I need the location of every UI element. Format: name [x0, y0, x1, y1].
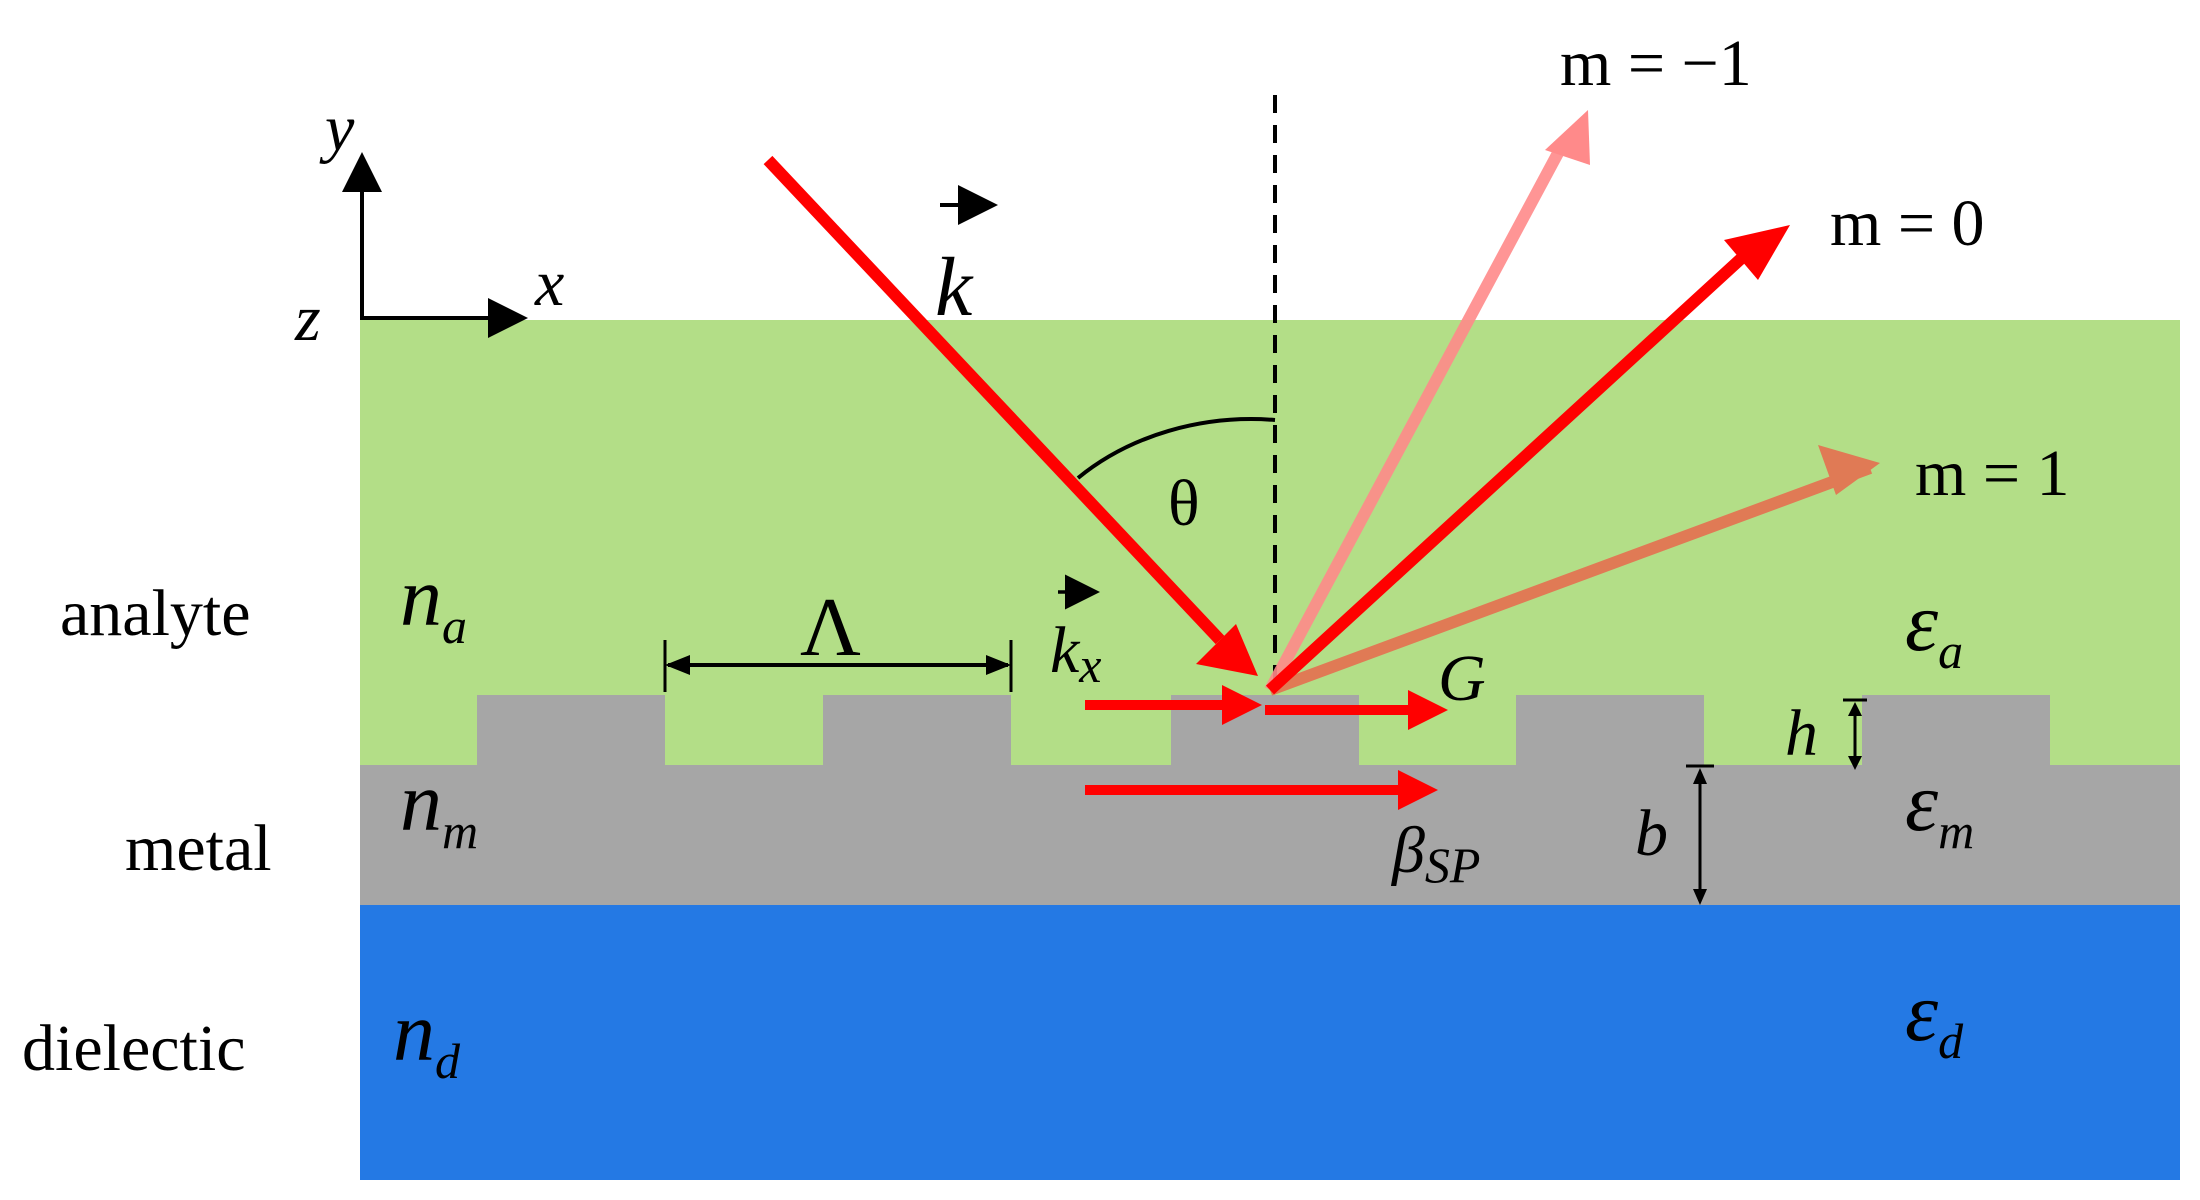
grating-tooth: [1516, 695, 1704, 770]
grating-tooth: [1862, 695, 2050, 770]
x-axis-label: x: [534, 247, 564, 320]
order-m-minus1-label: m = −1: [1560, 27, 1752, 100]
h-arrowhead-bottom: [1848, 756, 1862, 770]
grating-teeth: [477, 695, 2050, 770]
grating-tooth: [823, 695, 1011, 770]
dielectric-layer: [360, 905, 2180, 1180]
n-analyte: na: [400, 551, 467, 654]
y-axis-label: y: [319, 92, 355, 165]
grating-vector-label: G: [1438, 642, 1486, 715]
metal-label: metal: [125, 812, 272, 885]
coordinate-axes: y x z: [294, 92, 564, 355]
theta-arc: [1076, 417, 1276, 480]
incident-beam-arrowhead: [1196, 624, 1258, 676]
grating-tooth: [477, 695, 665, 770]
order-m-1-arrow: [1267, 462, 1873, 696]
order-m-0-arrow: [1265, 250, 1750, 695]
theta-label: θ: [1168, 467, 1200, 540]
incident-beam: [763, 155, 1225, 645]
order-m-1-label: m = 1: [1915, 437, 2070, 510]
order-m-minus1-arrowhead: [1545, 110, 1590, 165]
order-m-0-arrowhead: [1724, 225, 1790, 280]
grating-vector-arrowhead: [1408, 690, 1448, 730]
z-axis-label: z: [294, 282, 321, 355]
h-label: h: [1785, 697, 1818, 770]
dielectric-label: dielectic: [22, 1012, 246, 1085]
order-m-1-arrowhead: [1818, 445, 1880, 495]
analyte-label: analyte: [60, 577, 251, 650]
order-m-minus1-arrow: [1264, 137, 1571, 693]
order-m-0-label: m = 0: [1830, 187, 1985, 260]
b-arrowhead-bottom: [1693, 889, 1707, 905]
kx-arrowhead: [1222, 685, 1262, 725]
b-label: b: [1635, 797, 1668, 870]
eps-analyte: εa: [1905, 576, 1963, 679]
h-arrowhead-top: [1848, 702, 1862, 716]
period-label: Λ: [800, 581, 861, 674]
period-arrowhead-left: [665, 655, 690, 675]
k-vector-label: k: [935, 241, 974, 334]
eps-metal: εm: [1905, 756, 1974, 859]
beta-sp-arrowhead: [1398, 770, 1438, 810]
n-metal: nm: [400, 756, 478, 859]
b-arrowhead-top: [1693, 768, 1707, 784]
kx-label: kx: [1050, 614, 1102, 693]
n-dielectric: nd: [393, 986, 461, 1089]
eps-dielectric: εd: [1905, 966, 1964, 1069]
period-arrowhead-right: [986, 655, 1011, 675]
beta-sp-label: βSP: [1390, 814, 1480, 893]
